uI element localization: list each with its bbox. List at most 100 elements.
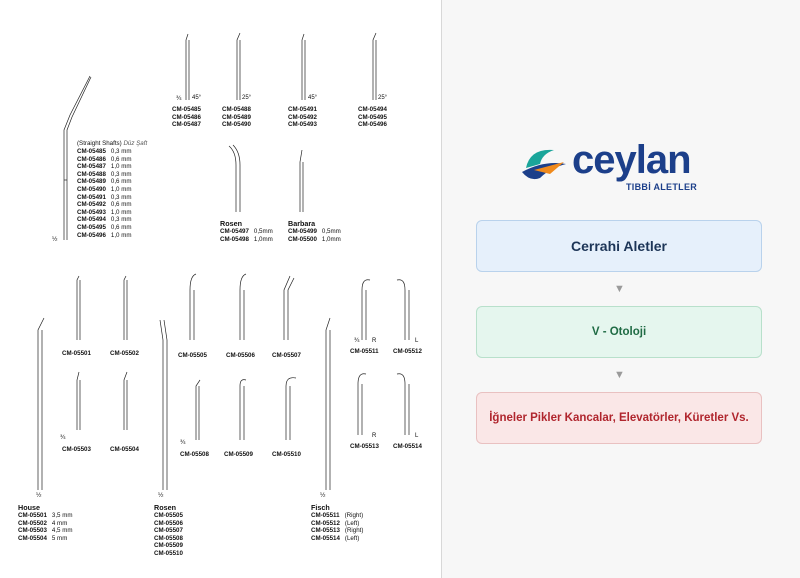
nav-level3-label: İğneler Pikler Kancalar, Elevatörler, Kü…	[489, 412, 749, 424]
product-dimension: 0,6 mm	[110, 224, 132, 231]
product-code: CM-05497	[220, 228, 249, 235]
code-row: CM-05508	[154, 535, 183, 543]
rosen-tip-05506	[239, 273, 247, 340]
product-code: CM-05492	[288, 113, 317, 121]
fisch-tip-05513	[357, 373, 367, 435]
nav-igneler-button[interactable]: İğneler Pikler Kancalar, Elevatörler, Kü…	[476, 392, 762, 444]
product-code: CM-05494	[358, 106, 387, 113]
product-dimension: 0,3 mm	[110, 170, 132, 178]
product-dimension: 1,0mm	[321, 235, 341, 243]
tip-code: CM-05503	[62, 446, 91, 453]
product-code: CM-05499	[288, 228, 317, 235]
rosen-needle-05497	[228, 144, 241, 212]
product-dimension: 5 mm	[51, 534, 68, 542]
scale-half: ½	[52, 236, 58, 243]
product-code: CM-05507	[154, 527, 183, 535]
product-code: CM-05498	[220, 235, 249, 243]
product-dimension: 0,6 mm	[110, 178, 132, 186]
tip-code: CM-05509	[224, 451, 253, 458]
product-dimension: 0,5mm	[321, 228, 341, 235]
house-tip-05503	[76, 371, 81, 430]
product-dimension: 0,6 mm	[110, 201, 132, 209]
product-dimension: 4 mm	[51, 519, 68, 527]
ceylan-swirl-icon	[522, 149, 566, 180]
code-row: CM-05504 5 mm	[18, 535, 67, 543]
rosen-tip-05510	[285, 377, 297, 440]
product-code: CM-05488	[222, 106, 251, 113]
product-dimension: (Left)	[344, 534, 360, 542]
tip-side: R	[372, 433, 377, 439]
product-dimension: 0,3 mm	[110, 216, 132, 224]
product-code: CM-05486	[172, 113, 201, 121]
product-dimension: (Right)	[344, 512, 364, 519]
code-row: CM-05494 0,3 mm	[77, 216, 132, 224]
tip-scale: ¾	[60, 434, 66, 441]
code-row: CM-05505	[154, 512, 183, 520]
product-dimension: 0,3 mm	[110, 193, 132, 201]
needle-tip-05491	[301, 33, 306, 100]
product-code: CM-05489	[77, 178, 106, 186]
code-row: CM-05491 0,3 mm	[77, 194, 132, 202]
product-code: CM-05492	[77, 201, 106, 209]
product-code: CM-05485	[77, 148, 106, 155]
tip-code: CM-05510	[272, 451, 301, 458]
code-row: CM-05487	[172, 121, 201, 129]
code-row: CM-05492 0,6 mm	[77, 201, 132, 209]
code-row: CM-05495 0,6 mm	[77, 224, 132, 232]
code-row: CM-05499 0,5mm	[288, 228, 341, 236]
code-row: CM-05510	[154, 550, 183, 558]
code-row: CM-05514(Left)	[311, 535, 359, 543]
product-code: CM-05495	[77, 224, 106, 231]
code-row: CM-05491	[288, 106, 317, 114]
house-needle-handle	[37, 317, 45, 490]
product-code: CM-05491	[77, 193, 106, 201]
product-dimension: 0,3 mm	[110, 148, 132, 155]
tip-code: CM-05511	[350, 348, 379, 355]
product-code: CM-05508	[154, 534, 183, 542]
code-row: CM-05485	[172, 106, 201, 114]
rosen-tip-05505	[189, 273, 197, 340]
tip-side: L	[415, 338, 419, 344]
product-code: CM-05496	[77, 231, 106, 239]
brand-name: ceylan	[572, 138, 692, 182]
product-code: CM-05495	[358, 113, 387, 121]
code-row: CM-05490	[222, 121, 251, 129]
code-row: CM-05509	[154, 542, 183, 550]
product-code: CM-05513	[311, 527, 340, 535]
tip-angle: 25°	[242, 95, 252, 101]
tip-scale: ¾	[180, 439, 186, 446]
ceylan-logo[interactable]: ceylan TIBBİ ALETLER	[520, 136, 720, 196]
chevron-down-icon: ▼	[614, 283, 625, 295]
house-tip-05504	[123, 371, 128, 430]
product-dimension: 1,0 mm	[110, 163, 132, 171]
nav-otoloji-button[interactable]: V - Otoloji	[476, 306, 762, 358]
product-code: CM-05504	[18, 534, 47, 542]
product-code: CM-05494	[77, 216, 106, 224]
tip-side: L	[415, 433, 419, 439]
tip-code: CM-05513	[350, 443, 379, 450]
brand-subtitle: TIBBİ ALETLER	[626, 182, 698, 192]
product-code: CM-05491	[288, 106, 317, 113]
product-code: CM-05493	[288, 121, 317, 129]
product-code: CM-05490	[77, 186, 106, 193]
code-row: CM-05512(Left)	[311, 520, 359, 528]
rosen-scale: ½	[158, 492, 164, 499]
tip-code: CM-05507	[272, 352, 301, 359]
code-row: CM-05489 0,6 mm	[77, 178, 132, 186]
code-row: CM-05492	[288, 114, 317, 122]
fisch-tip-05511	[361, 279, 371, 340]
tip-code: CM-05502	[110, 350, 139, 357]
rosen-title: Rosen	[154, 503, 176, 512]
house-tip-05501	[76, 275, 81, 340]
nav-cerrahi-aletler-button[interactable]: Cerrahi Aletler	[476, 220, 762, 272]
tip-angle: 45°	[308, 95, 318, 101]
product-code: CM-05510	[154, 550, 183, 557]
